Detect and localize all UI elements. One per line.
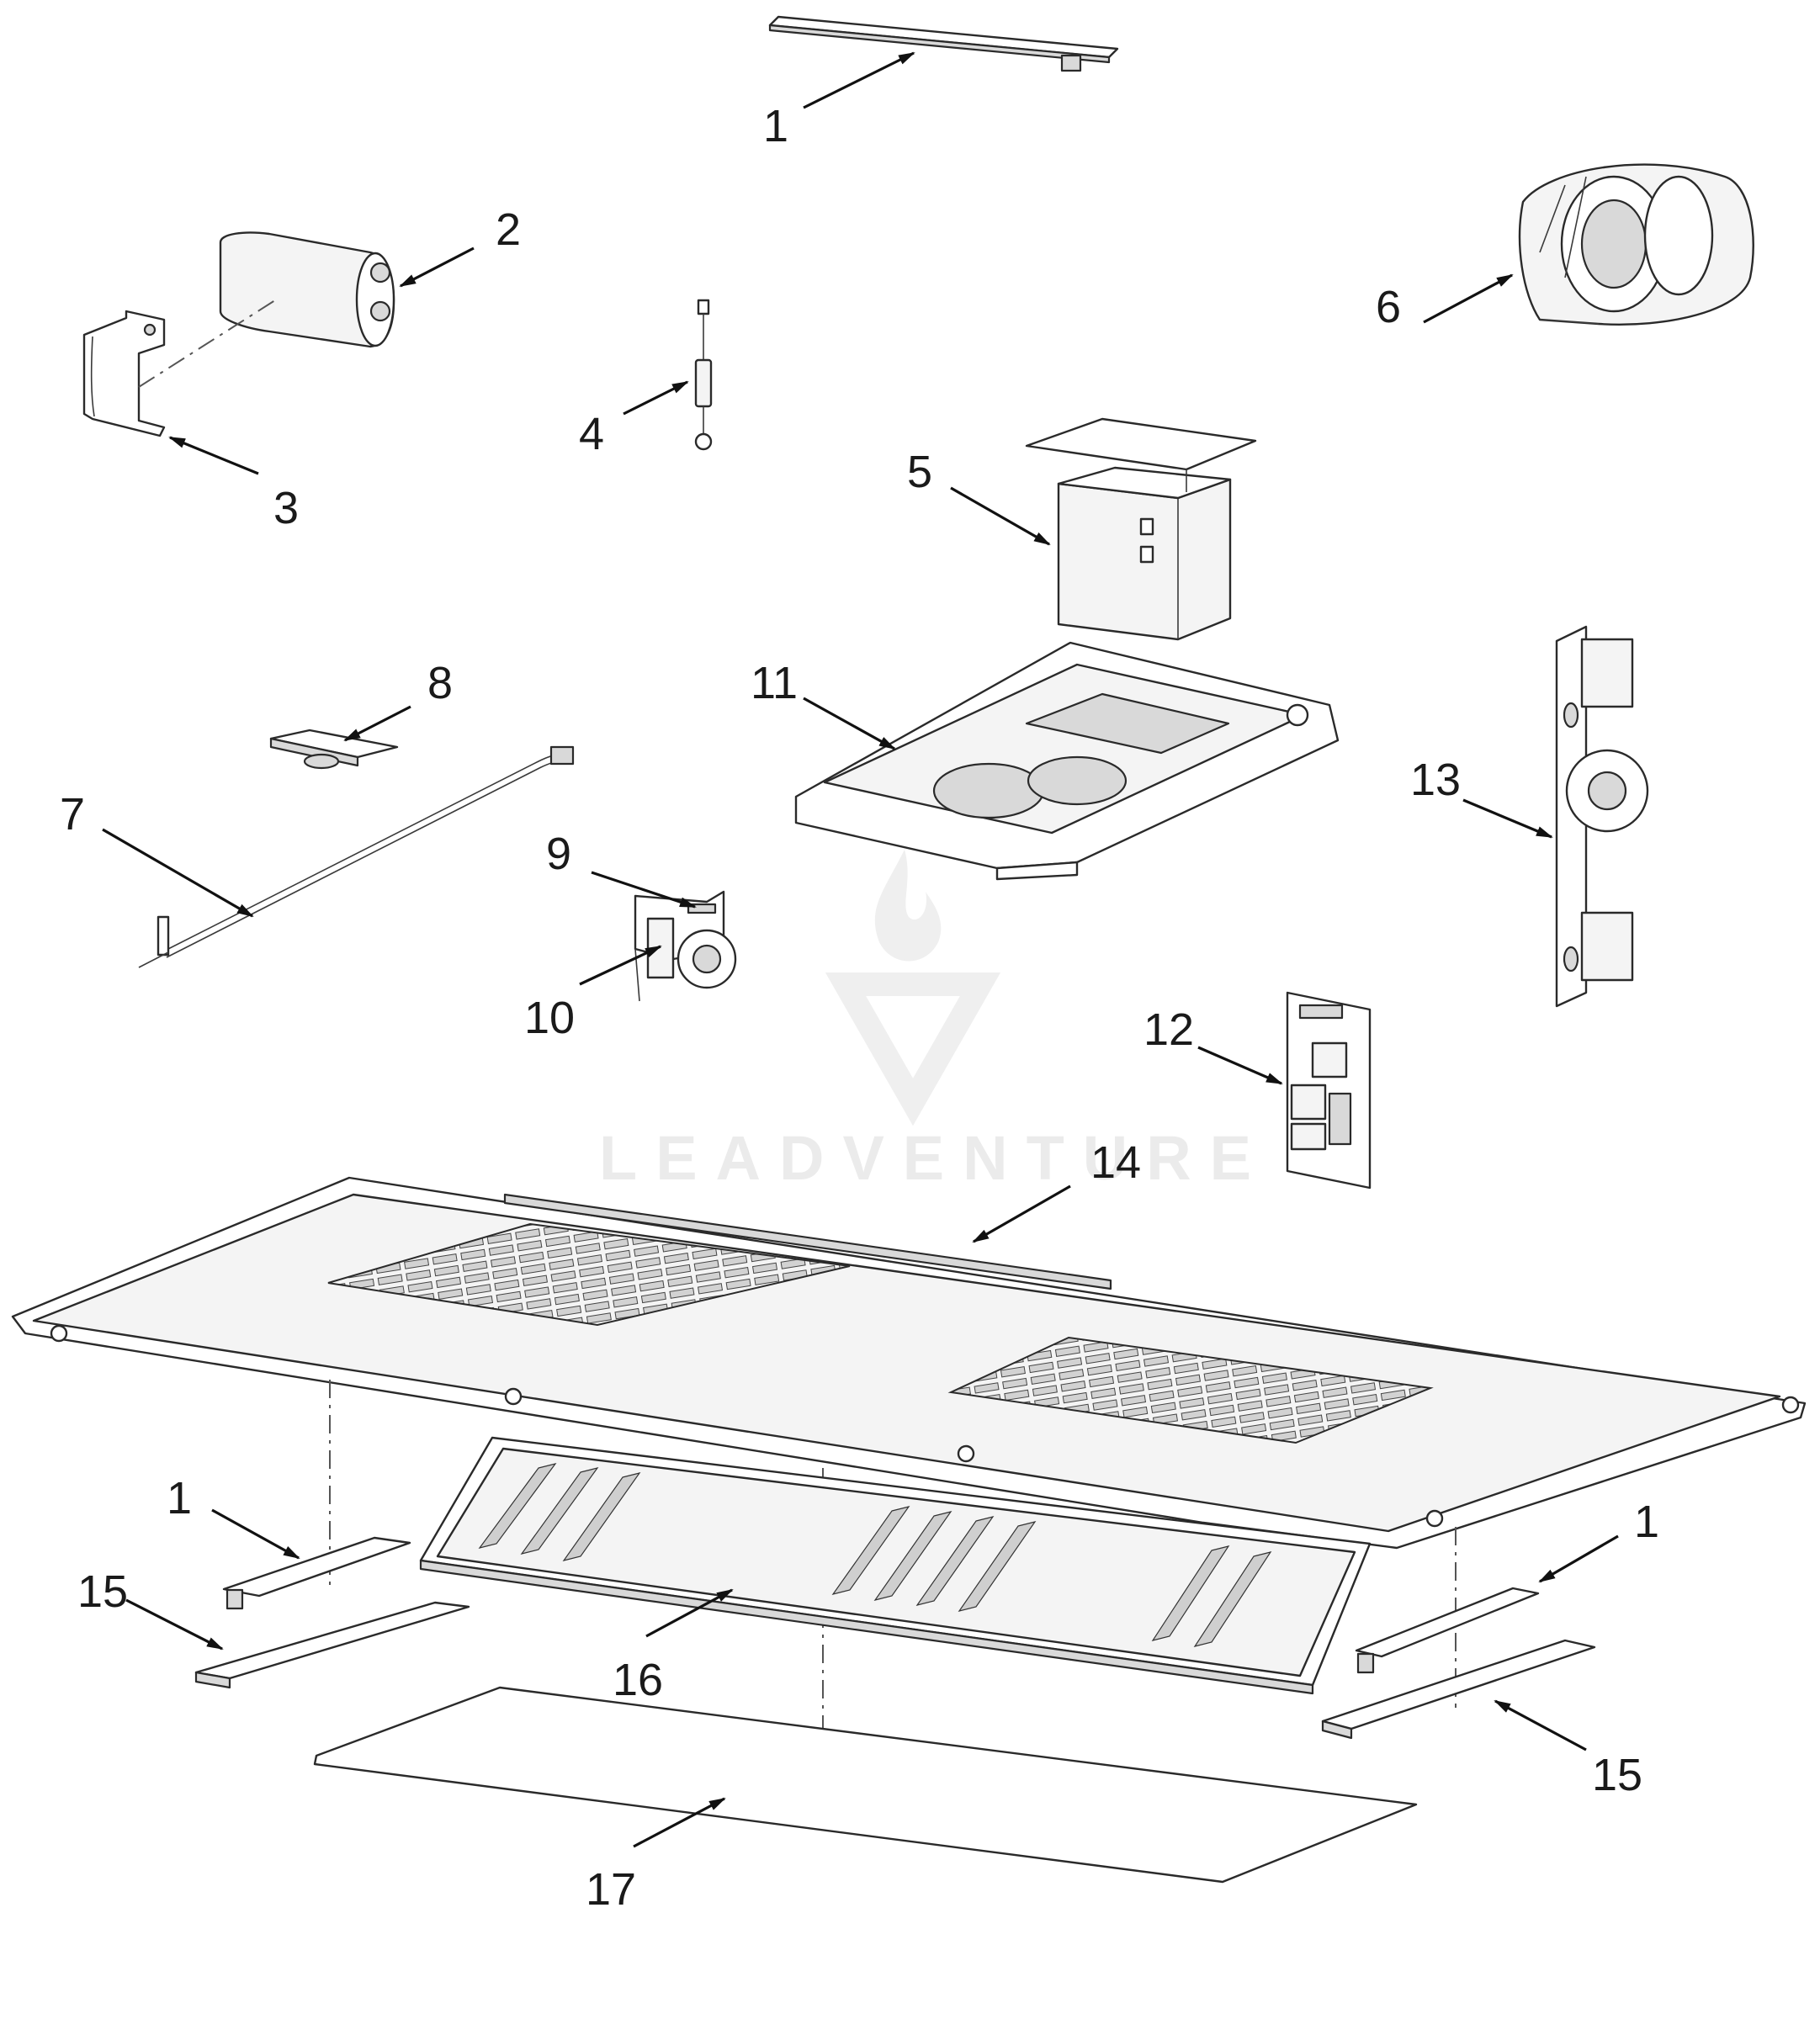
callout-6: 6: [1376, 282, 1401, 332]
watermark-text: LEADVENTURE: [599, 1123, 1270, 1193]
callout-8: 8: [427, 658, 453, 708]
callout-10: 10: [524, 993, 575, 1043]
callout-15-left: 15: [77, 1566, 128, 1617]
watermark-logo: LEADVENTURE: [599, 850, 1270, 1193]
part-1-lower-right: [1355, 1587, 1540, 1674]
callout-15-right: 15: [1592, 1750, 1642, 1800]
callout-7: 7: [60, 789, 85, 840]
part-12-control-board: [1286, 991, 1372, 1190]
part-15-left-pad: [194, 1601, 470, 1689]
part-11-mounting-tray: [794, 641, 1340, 881]
callout-3: 3: [273, 483, 299, 533]
callout-labels: 1 2 3 4 5 6 7 8 9 10 11 12 13 14 1 1 15 …: [60, 101, 1659, 1915]
callout-9: 9: [546, 829, 571, 879]
part-6-blower: [1518, 163, 1754, 326]
part-4-diode: [694, 299, 713, 451]
part-16-grille: [419, 1436, 1372, 1695]
callout-4: 4: [579, 409, 604, 459]
leader-arrows: [102, 51, 1619, 1848]
part-7-sensor-probe: [138, 745, 575, 968]
part-2-capacitor: [219, 231, 395, 348]
callout-13: 13: [1410, 755, 1461, 805]
callout-1-left: 1: [167, 1473, 192, 1524]
callout-12: 12: [1143, 1004, 1194, 1055]
callout-17: 17: [586, 1864, 636, 1915]
callout-2: 2: [496, 204, 521, 255]
part-1-lower-left: [222, 1536, 411, 1610]
callout-11: 11: [751, 658, 798, 708]
part-3-capacitor-bracket: [82, 298, 279, 437]
part-5-transformer: [1025, 417, 1257, 641]
callout-1-right: 1: [1634, 1497, 1659, 1547]
part-13-door-switch-assembly: [1555, 625, 1649, 1008]
part-1-top-bracket: [768, 15, 1119, 72]
callout-16: 16: [613, 1655, 663, 1705]
callout-5: 5: [907, 447, 932, 497]
part-8-switch-bracket: [269, 729, 399, 770]
part-15-right-pad: [1321, 1639, 1596, 1740]
part-14-base-plate: [11, 1176, 1807, 1550]
callout-14: 14: [1090, 1137, 1141, 1188]
callout-1-top: 1: [763, 101, 788, 151]
part-9-10-buzzer-board: [634, 890, 737, 1002]
part-17-filter-sheet: [313, 1686, 1418, 1884]
